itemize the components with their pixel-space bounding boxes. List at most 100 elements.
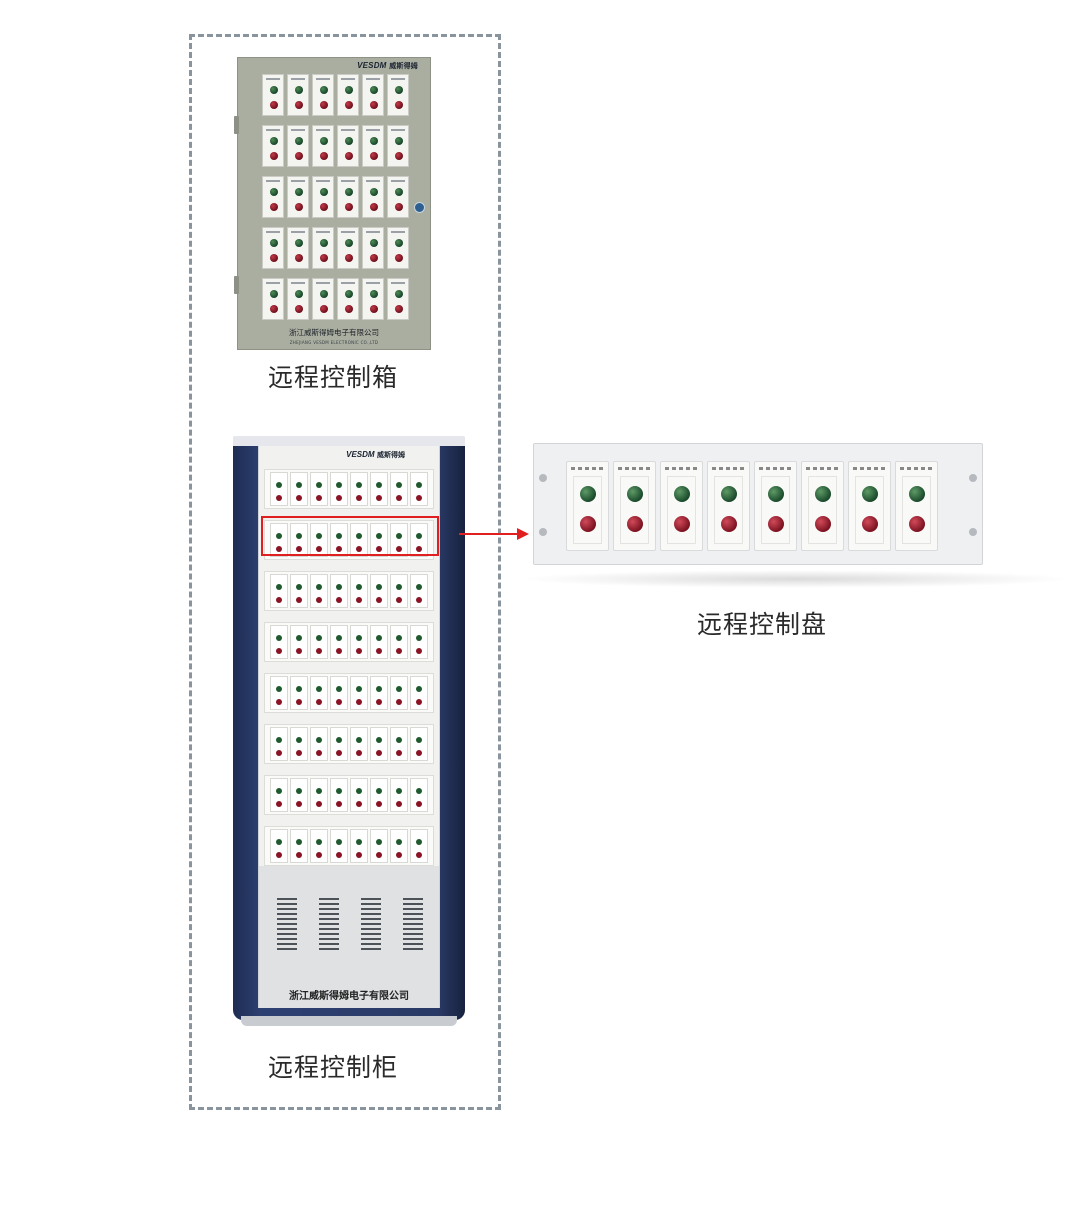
green-button[interactable] [416, 635, 422, 641]
green-button[interactable] [276, 788, 282, 794]
green-button[interactable] [356, 686, 362, 692]
green-button[interactable] [370, 137, 378, 145]
red-button[interactable] [296, 597, 302, 603]
green-button[interactable] [295, 188, 303, 196]
red-button[interactable] [356, 750, 362, 756]
green-button[interactable] [356, 533, 362, 539]
green-button[interactable] [356, 584, 362, 590]
red-button[interactable] [316, 648, 322, 654]
red-button[interactable] [376, 801, 382, 807]
green-button[interactable] [396, 686, 402, 692]
red-button[interactable] [336, 648, 342, 654]
green-button[interactable] [626, 486, 643, 502]
red-button[interactable] [316, 597, 322, 603]
red-button[interactable] [396, 750, 402, 756]
red-button[interactable] [296, 750, 302, 756]
green-button[interactable] [376, 737, 382, 743]
red-button[interactable] [296, 495, 302, 501]
green-button[interactable] [376, 839, 382, 845]
green-button[interactable] [316, 788, 322, 794]
green-button[interactable] [276, 584, 282, 590]
green-button[interactable] [336, 533, 342, 539]
green-button[interactable] [316, 686, 322, 692]
red-button[interactable] [316, 546, 322, 552]
red-button[interactable] [673, 516, 690, 532]
red-button[interactable] [376, 597, 382, 603]
red-button[interactable] [396, 597, 402, 603]
red-button[interactable] [296, 852, 302, 858]
green-button[interactable] [270, 86, 278, 94]
green-button[interactable] [370, 239, 378, 247]
green-button[interactable] [276, 686, 282, 692]
green-button[interactable] [316, 839, 322, 845]
red-button[interactable] [276, 648, 282, 654]
green-button[interactable] [416, 533, 422, 539]
red-button[interactable] [370, 203, 378, 211]
green-button[interactable] [370, 188, 378, 196]
red-button[interactable] [316, 750, 322, 756]
green-button[interactable] [276, 839, 282, 845]
green-button[interactable] [395, 137, 403, 145]
red-button[interactable] [356, 495, 362, 501]
green-button[interactable] [416, 482, 422, 488]
red-button[interactable] [370, 152, 378, 160]
green-button[interactable] [270, 290, 278, 298]
green-button[interactable] [356, 482, 362, 488]
green-button[interactable] [376, 788, 382, 794]
red-button[interactable] [626, 516, 643, 532]
green-button[interactable] [396, 635, 402, 641]
green-button[interactable] [295, 290, 303, 298]
red-button[interactable] [356, 648, 362, 654]
green-button[interactable] [276, 482, 282, 488]
red-button[interactable] [296, 546, 302, 552]
green-button[interactable] [336, 482, 342, 488]
red-button[interactable] [396, 852, 402, 858]
red-button[interactable] [720, 516, 737, 532]
green-button[interactable] [376, 482, 382, 488]
green-button[interactable] [296, 635, 302, 641]
red-button[interactable] [276, 699, 282, 705]
red-button[interactable] [316, 699, 322, 705]
green-button[interactable] [296, 788, 302, 794]
green-button[interactable] [316, 482, 322, 488]
red-button[interactable] [356, 801, 362, 807]
green-button[interactable] [396, 788, 402, 794]
green-button[interactable] [396, 482, 402, 488]
green-button[interactable] [296, 737, 302, 743]
green-button[interactable] [767, 486, 784, 502]
red-button[interactable] [316, 852, 322, 858]
red-button[interactable] [416, 495, 422, 501]
red-button[interactable] [270, 254, 278, 262]
red-button[interactable] [356, 597, 362, 603]
red-button[interactable] [396, 495, 402, 501]
red-button[interactable] [908, 516, 925, 532]
green-button[interactable] [395, 290, 403, 298]
green-button[interactable] [814, 486, 831, 502]
red-button[interactable] [345, 203, 353, 211]
green-button[interactable] [376, 584, 382, 590]
red-button[interactable] [416, 801, 422, 807]
red-button[interactable] [416, 546, 422, 552]
red-button[interactable] [270, 305, 278, 313]
red-button[interactable] [396, 801, 402, 807]
green-button[interactable] [295, 137, 303, 145]
red-button[interactable] [336, 750, 342, 756]
red-button[interactable] [356, 546, 362, 552]
red-button[interactable] [416, 699, 422, 705]
green-button[interactable] [345, 290, 353, 298]
red-button[interactable] [336, 699, 342, 705]
red-button[interactable] [295, 305, 303, 313]
green-button[interactable] [336, 737, 342, 743]
red-button[interactable] [270, 101, 278, 109]
green-button[interactable] [396, 839, 402, 845]
red-button[interactable] [296, 648, 302, 654]
green-button[interactable] [320, 188, 328, 196]
green-button[interactable] [276, 635, 282, 641]
green-button[interactable] [395, 188, 403, 196]
green-button[interactable] [276, 737, 282, 743]
red-button[interactable] [376, 852, 382, 858]
green-button[interactable] [345, 137, 353, 145]
red-button[interactable] [345, 305, 353, 313]
green-button[interactable] [370, 86, 378, 94]
green-button[interactable] [336, 584, 342, 590]
